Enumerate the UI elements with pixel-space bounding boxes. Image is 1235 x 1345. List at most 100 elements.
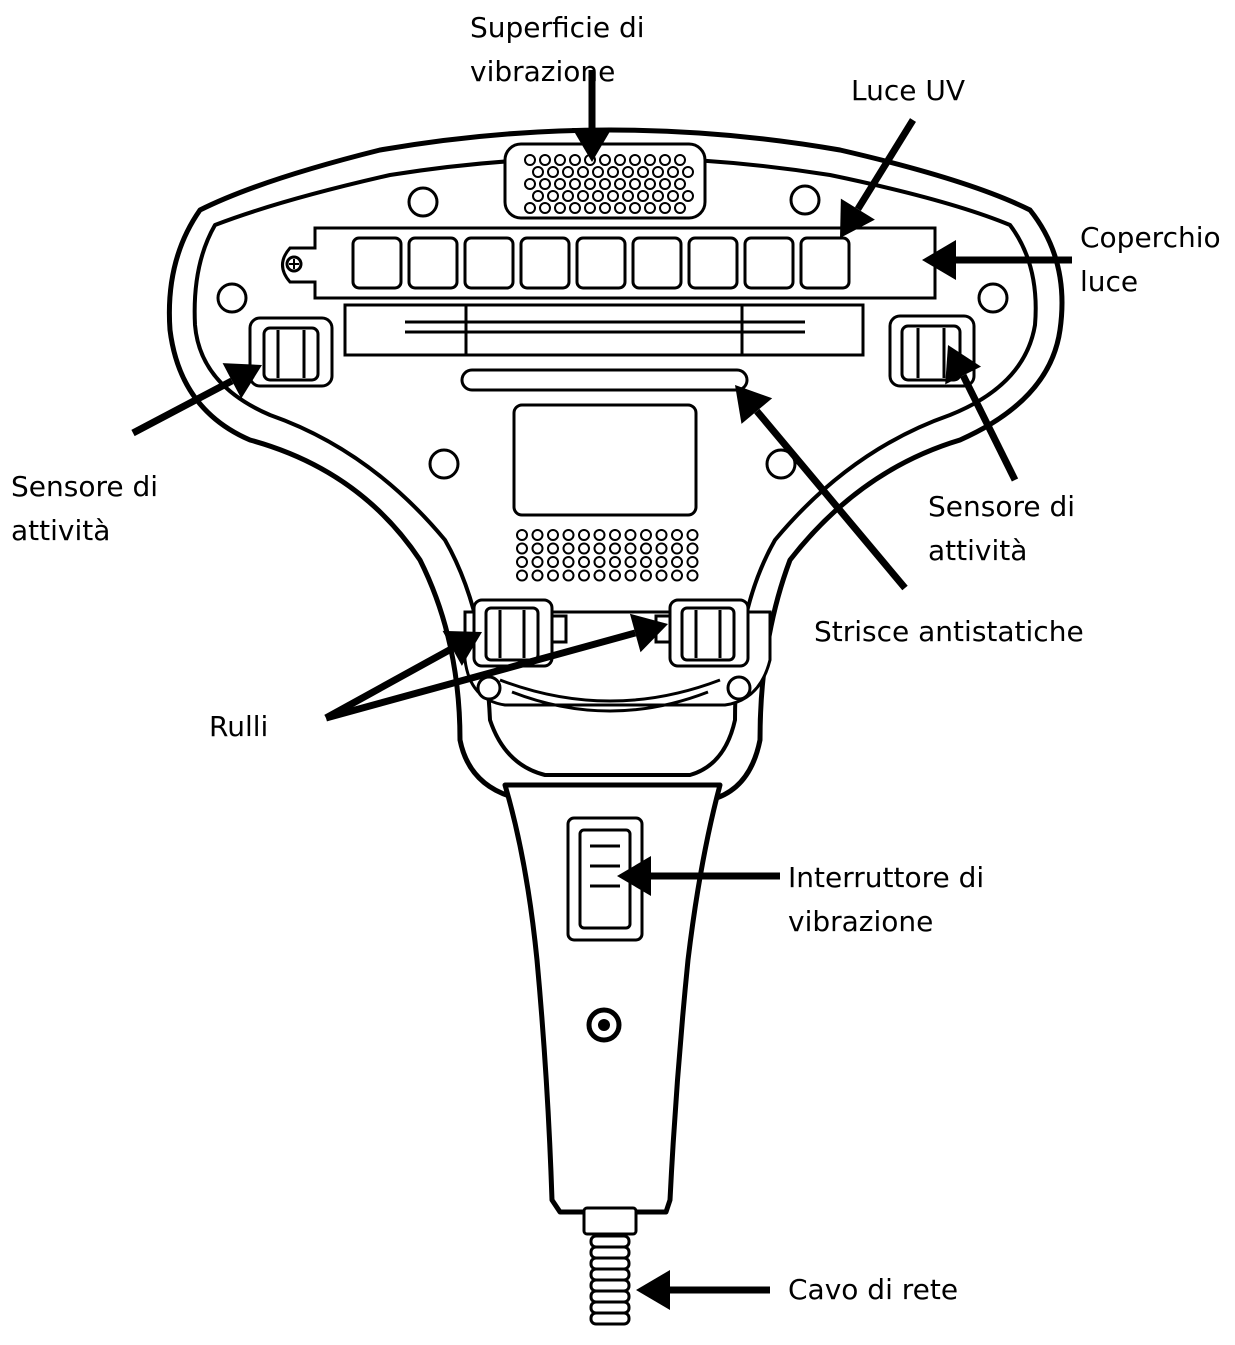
arrow-luce-uv (840, 118, 916, 238)
vibration-dot (607, 166, 619, 178)
label-line: attività (11, 514, 111, 547)
arrow-coperchio (922, 240, 1072, 280)
grille-dot (671, 542, 683, 555)
vibration-dot (637, 166, 649, 178)
grille-dot (578, 529, 590, 541)
vibration-dot (667, 190, 679, 202)
uv-light-cell (407, 236, 459, 290)
label-cavo-di-rete: Cavo di rete (788, 1268, 958, 1312)
label-line: Rulli (209, 710, 269, 743)
uv-light-cell (519, 236, 571, 290)
vibration-dot (584, 178, 596, 190)
vibration-dot (674, 154, 686, 166)
grille-dot (671, 569, 683, 582)
grille-dot (531, 542, 544, 555)
vibration-dot (532, 166, 544, 178)
vibration-dot (674, 178, 686, 190)
grille-dot (531, 569, 544, 582)
grille-dot (562, 542, 575, 555)
grille-dot (547, 569, 559, 582)
grille-dot (624, 542, 637, 555)
arrow-superficie (572, 70, 612, 162)
speaker-grille (516, 529, 699, 582)
label-line: Strisce antistatiche (814, 615, 1084, 648)
label-line: Sensore di (928, 490, 1076, 523)
label-line: attività (928, 534, 1028, 567)
cable-coil (589, 1289, 631, 1304)
grille-dot (686, 569, 699, 582)
label-superficie-di-vibrazione: Superficie di vibrazione (470, 6, 660, 94)
label-luce-uv: Luce UV (851, 69, 965, 113)
grille-dot (655, 569, 668, 582)
label-sensore-destro: Sensore di attività (928, 485, 1075, 573)
cable-coil (589, 1278, 631, 1293)
grille-dot (609, 556, 621, 568)
screw-hole (407, 186, 439, 218)
cable-coil (589, 1245, 631, 1260)
label-line: Luce UV (851, 74, 966, 107)
display-panel (512, 403, 698, 517)
label-strisce-antistatiche: Strisce antistatiche (814, 610, 1084, 654)
label-rulli: Rulli (209, 705, 268, 749)
grille-dot (640, 529, 652, 541)
screw-hole (789, 184, 821, 216)
arrow-cavo (636, 1270, 770, 1310)
cable-coil (589, 1267, 631, 1282)
grille-dot (593, 569, 606, 582)
vibration-dot (577, 166, 589, 178)
vibration-dot (577, 190, 589, 202)
activity-sensor-right (888, 314, 976, 388)
grille-dot (609, 569, 621, 582)
vibration-dot (532, 190, 544, 202)
vibration-dot (659, 154, 671, 166)
grille-dot (624, 569, 637, 582)
grille-dot (531, 556, 544, 568)
uv-light-cell (575, 236, 627, 290)
cable-collar (582, 1206, 638, 1236)
grille-dot (655, 542, 668, 555)
grille-dot (578, 569, 590, 582)
cable-coil (589, 1300, 631, 1315)
grille-dot (609, 529, 621, 541)
activity-sensor-left (248, 316, 334, 388)
arrow-interruttore (617, 856, 780, 896)
vibration-dot (569, 154, 581, 166)
uv-light-cell (631, 236, 683, 290)
vibration-dot (614, 154, 626, 166)
antistatic-strip (460, 368, 749, 392)
grille-dot (686, 529, 699, 541)
vibration-dot (584, 202, 596, 214)
callout-arrows (131, 70, 1072, 1310)
screw-hole (726, 675, 752, 701)
vibration-dot (524, 178, 536, 190)
label-sensore-sinistro: Sensore di attività (11, 465, 158, 553)
label-line: Interruttore di (788, 861, 985, 894)
vibration-dot (622, 190, 634, 202)
cable-coil (589, 1234, 631, 1249)
vibration-dot (644, 178, 656, 190)
vibration-dot (592, 166, 604, 178)
grille-dot (640, 542, 652, 555)
uv-light-cells (351, 236, 851, 290)
vibration-dot (667, 166, 679, 178)
vibration-dot (652, 166, 664, 178)
vibration-dot (599, 202, 611, 214)
grille-dot (655, 529, 668, 541)
grille-dot (655, 556, 668, 568)
vibration-dot (637, 190, 649, 202)
grille-dot (547, 529, 559, 541)
vibration-dot (562, 190, 574, 202)
cable-coil (589, 1311, 631, 1326)
uv-light-cell (743, 236, 795, 290)
vibration-dot (539, 154, 551, 166)
grille-dot (562, 529, 575, 541)
uv-light-cell (687, 236, 739, 290)
screw-hole (476, 675, 502, 701)
handle (502, 782, 723, 1215)
arrow-rulli-sinistro (324, 630, 482, 722)
screw-hole (216, 282, 248, 314)
vibration-dot (614, 202, 626, 214)
grille-dot (547, 556, 559, 568)
grille-dot (640, 569, 652, 582)
